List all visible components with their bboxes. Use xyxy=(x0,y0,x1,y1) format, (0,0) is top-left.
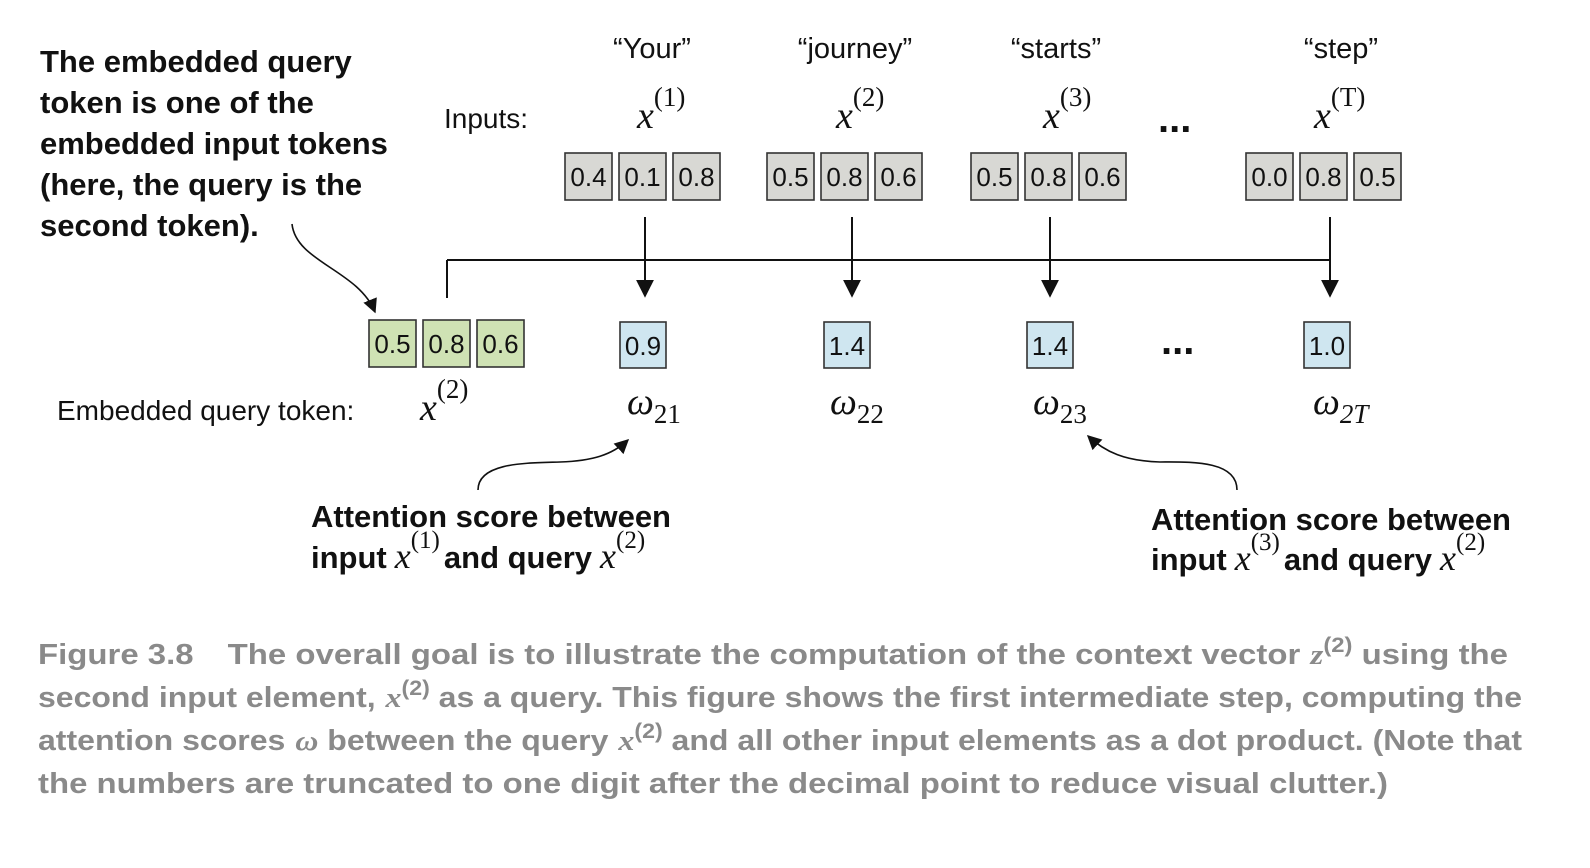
input-variable: x(2) xyxy=(835,82,884,137)
vector-cell xyxy=(1078,152,1127,201)
input-variable: x(1) xyxy=(636,82,685,137)
score-symbol: ω22 xyxy=(830,381,884,429)
score-cell xyxy=(1303,321,1351,369)
vector-cell-value: 0.6 xyxy=(482,329,518,359)
vector-cell-value: 0.8 xyxy=(428,329,464,359)
vector-cell xyxy=(1353,152,1402,201)
token-words: “Your” “journey” “starts” “step” xyxy=(613,33,1378,65)
score-annotation-arrow-left xyxy=(477,439,630,491)
vector-cell-value: 0.5 xyxy=(1359,162,1395,192)
vector-cell xyxy=(1245,152,1294,201)
vector-cell-value: 0.6 xyxy=(880,162,916,192)
score-cell xyxy=(1026,321,1074,369)
score-annotation-line: Attention score between xyxy=(311,499,671,534)
query-annotation-line: token is one of the xyxy=(40,85,314,120)
score-annotation-line: Attention score between xyxy=(1151,502,1511,537)
score-symbol: ω21 xyxy=(627,381,681,429)
score-value: 0.9 xyxy=(625,331,661,361)
vector-cell xyxy=(564,152,613,201)
vector-cell xyxy=(874,152,923,201)
token-word: “starts” xyxy=(1011,33,1101,65)
vector-cell-value: 0.6 xyxy=(1084,162,1120,192)
vector-cell xyxy=(672,152,721,201)
query-annotation-line: second token). xyxy=(40,208,259,243)
score-symbol: ω2T xyxy=(1313,381,1370,429)
query-annotation-line: embedded input tokens xyxy=(40,126,388,161)
connectors xyxy=(446,217,1339,298)
attention-scores: 0.9 1.4 1.4 1.0 xyxy=(619,321,1351,369)
query-annotation-line: (here, the query is the xyxy=(40,167,362,202)
vector-cell-value: 0.8 xyxy=(1305,162,1341,192)
score-annotation-arrow-right xyxy=(1086,435,1238,491)
vector-cell-value: 0.4 xyxy=(570,162,606,192)
query-variable: x(2) xyxy=(419,374,468,429)
vector-cell xyxy=(820,152,869,201)
vector-cell-value: 0.5 xyxy=(772,162,808,192)
query-vector: 0.5 0.8 0.6 xyxy=(368,319,525,368)
vector-cell-value: 0.5 xyxy=(976,162,1012,192)
vector-cell-value: 0.8 xyxy=(826,162,862,192)
ellipsis-scores: ... xyxy=(1161,319,1194,363)
vector-cell xyxy=(368,319,417,368)
vector-cell-value: 0.1 xyxy=(624,162,660,192)
score-symbol: ω23 xyxy=(1033,381,1087,429)
vector-cell-value: 0.8 xyxy=(678,162,714,192)
vector-cell xyxy=(970,152,1019,201)
token-word: “journey” xyxy=(798,33,912,65)
embedded-query-label: Embedded query token: xyxy=(57,395,354,426)
caption-line: the numbers are truncated to one digit a… xyxy=(38,768,1388,800)
inputs-label: Inputs: xyxy=(444,103,528,134)
input-vectors: 0.4 0.1 0.8 0.5 0.8 0.6 0.5 0.8 0.6 0.0 … xyxy=(564,152,1402,201)
vector-cell xyxy=(422,319,471,368)
score-symbols: ω21 ω22 ω23 ω2T xyxy=(627,381,1370,429)
score-value: 1.0 xyxy=(1309,331,1345,361)
token-word: “Your” xyxy=(613,33,691,65)
vector-cell xyxy=(1299,152,1348,201)
input-vector-3: 0.5 0.8 0.6 xyxy=(970,152,1127,201)
input-vector-2: 0.5 0.8 0.6 xyxy=(766,152,923,201)
score-value: 1.4 xyxy=(829,331,865,361)
vector-cell-value: 0.5 xyxy=(374,329,410,359)
vector-cell-value: 0.0 xyxy=(1251,162,1287,192)
input-variable: x(T) xyxy=(1313,82,1365,137)
token-word: “step” xyxy=(1304,33,1378,65)
score-cell xyxy=(619,321,667,369)
input-variables: x(1) x(2) x(3) x(T) xyxy=(636,82,1365,137)
vector-cell xyxy=(476,319,525,368)
ellipsis-inputs: ... xyxy=(1158,97,1191,141)
input-vector-1: 0.4 0.1 0.8 xyxy=(564,152,721,201)
vector-cell xyxy=(618,152,667,201)
query-annotation-arrow xyxy=(291,223,377,314)
vector-cell-value: 0.8 xyxy=(1030,162,1066,192)
input-vector-T: 0.0 0.8 0.5 xyxy=(1245,152,1402,201)
caption-line: second input element,x(2)as a query. Thi… xyxy=(38,677,1522,714)
score-value: 1.4 xyxy=(1032,331,1068,361)
query-annotation-line: The embedded query xyxy=(40,44,353,79)
query-annotation: The embedded query token is one of the e… xyxy=(40,44,388,314)
score-cell xyxy=(823,321,871,369)
vector-cell xyxy=(766,152,815,201)
input-variable: x(3) xyxy=(1042,82,1091,137)
vector-cell xyxy=(1024,152,1073,201)
